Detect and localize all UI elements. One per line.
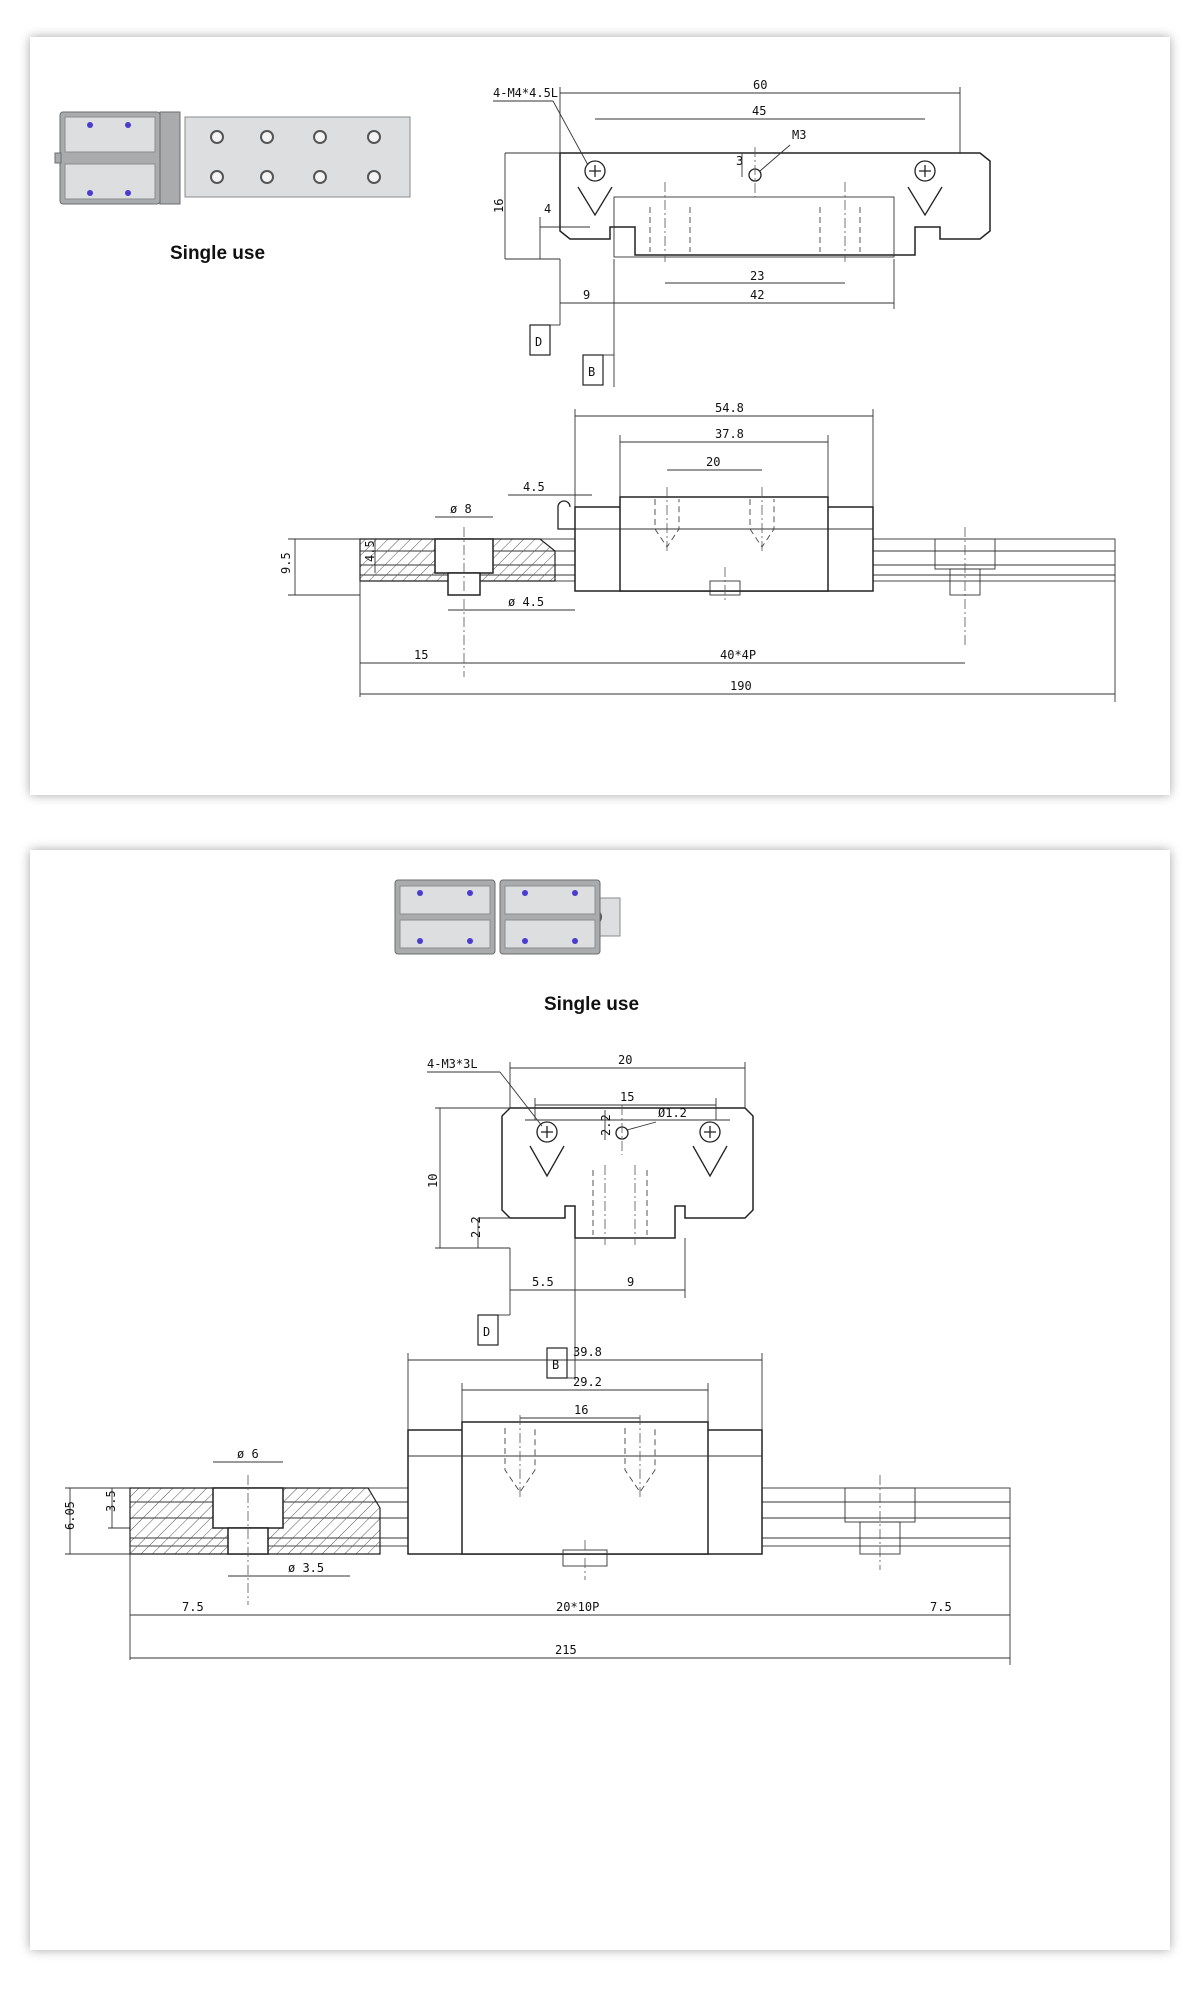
dim-m3: M3 [792, 128, 806, 142]
rail-drawing-1: Single use 60 45 4-M4*4.5L [54, 78, 1116, 702]
cross-section-view-1: 60 45 4-M4*4.5L M3 3 16 4 23 9 [492, 78, 991, 387]
dim-4: 4 [544, 202, 551, 216]
caption: Single use [170, 243, 265, 264]
dim-16: 16 [574, 1403, 588, 1417]
dim-29-2: 29.2 [573, 1375, 602, 1389]
caption: Single use [544, 994, 639, 1015]
dim-7-5-right: 7.5 [930, 1600, 952, 1614]
dim-190: 190 [730, 679, 752, 693]
dim-phi1-2: Ø1.2 [658, 1106, 687, 1120]
dim-54-8: 54.8 [715, 401, 744, 415]
dim-2-2-side: 2.2 [469, 1216, 483, 1238]
dim-thread: 4-M3*3L [427, 1057, 478, 1071]
dim-phi4-5: ø 4.5 [508, 595, 544, 609]
ref-b: B [552, 1358, 559, 1372]
dim-9: 9 [583, 288, 590, 302]
dim-3-5-side: 3.5 [104, 1490, 118, 1512]
dim-20x10p: 20*10P [556, 1600, 599, 1614]
drawing-panel-1: Single use 60 45 4-M4*4.5L [30, 37, 1170, 795]
dim-6-05: 6.05 [63, 1501, 77, 1530]
side-view-2: 39.8 29.2 16 ø 6 3.5 6.05 ø 3.5 7.5 20*1 [63, 1345, 1011, 1665]
dim-10: 10 [426, 1174, 440, 1188]
dim-16: 16 [492, 199, 506, 213]
dim-42: 42 [750, 288, 764, 302]
dim-23: 23 [750, 269, 764, 283]
dim-15: 15 [414, 648, 428, 662]
dim-phi8: ø 8 [450, 502, 472, 516]
dim-thread: 4-M4*4.5L [493, 86, 558, 100]
dim-40x4p: 40*4P [720, 648, 756, 662]
dim-37-8: 37.8 [715, 427, 744, 441]
drawing-panel-2: Single use 4-M3*3L 20 15 Ø1.2 [30, 850, 1170, 1950]
dim-3: 3 [736, 154, 743, 168]
dim-20: 20 [618, 1053, 632, 1067]
dim-39-8: 39.8 [573, 1345, 602, 1359]
product-photo-1 [54, 111, 411, 205]
dim-phi3-5: ø 3.5 [288, 1561, 324, 1575]
product-photo-2 [394, 879, 621, 955]
dim-7-5-left: 7.5 [182, 1600, 204, 1614]
dim-4-5-top: 4.5 [523, 480, 545, 494]
dim-5-5: 5.5 [532, 1275, 554, 1289]
dim-9: 9 [627, 1275, 634, 1289]
rail-drawing-2: Single use 4-M3*3L 20 15 Ø1.2 [63, 879, 1011, 1665]
side-view-1: 54.8 37.8 20 4.5 ø 8 4.5 9.5 ø 4.5 15 40… [279, 401, 1116, 702]
ref-d: D [483, 1325, 490, 1339]
ref-b: B [588, 365, 595, 379]
cross-section-view-2: 4-M3*3L 20 15 Ø1.2 2.2 10 2.2 5.5 [426, 1053, 754, 1380]
dim-60: 60 [753, 78, 767, 92]
dim-2-2-top: 2.2 [599, 1114, 613, 1136]
dim-phi6: ø 6 [237, 1447, 259, 1461]
ref-d: D [535, 335, 542, 349]
dim-45: 45 [752, 104, 766, 118]
dim-215: 215 [555, 1643, 577, 1657]
dim-15: 15 [620, 1090, 634, 1104]
dim-9-5: 9.5 [279, 552, 293, 574]
dim-20: 20 [706, 455, 720, 469]
dim-4-5-side: 4.5 [363, 540, 377, 562]
